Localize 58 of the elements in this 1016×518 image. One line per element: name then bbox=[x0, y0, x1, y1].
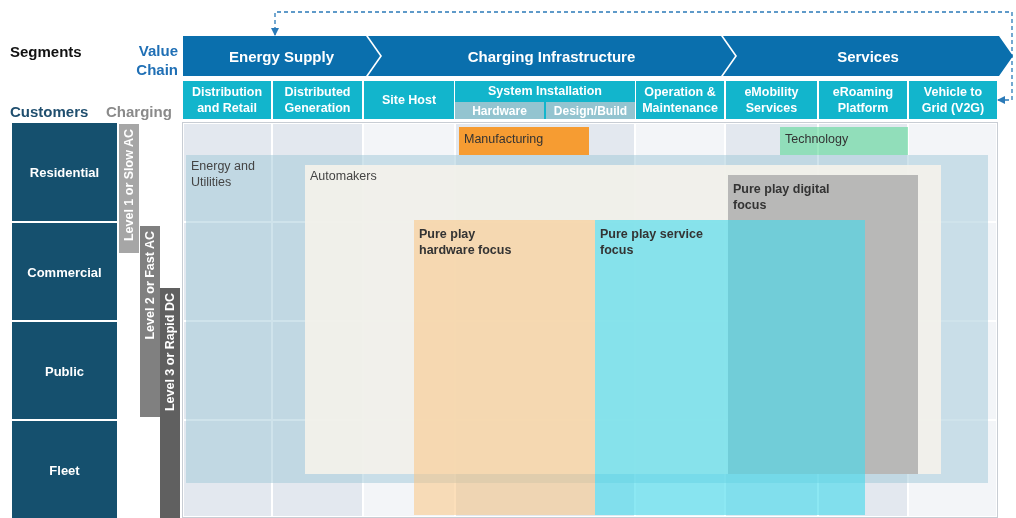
player-area bbox=[728, 175, 918, 474]
player-title: Energy and Utilities bbox=[191, 158, 256, 190]
player-title: Pure play service focus bbox=[600, 226, 704, 258]
player-area bbox=[414, 220, 595, 515]
charging-level-title: Level 2 or Fast AC bbox=[142, 231, 158, 340]
charging-label: Charging bbox=[106, 102, 172, 121]
player-area bbox=[186, 155, 988, 483]
segments-label: Segments bbox=[10, 42, 82, 61]
segment-title: Operation & Maintenance bbox=[641, 84, 719, 116]
customer-row-header bbox=[12, 123, 117, 221]
charging-level-title: Level 1 or Slow AC bbox=[121, 129, 137, 242]
player-area bbox=[459, 127, 589, 155]
segment-title: Distribution and Retail bbox=[190, 84, 264, 116]
sub-segment-header bbox=[455, 102, 544, 119]
player-title: Manufacturing bbox=[464, 131, 544, 147]
dashed-arrow bbox=[271, 11, 1013, 104]
segment-title: Distributed Generation bbox=[283, 84, 352, 116]
charging-level-title: Level 3 or Rapid DC bbox=[162, 293, 178, 412]
chevron-title: Services bbox=[837, 47, 899, 65]
player-area bbox=[595, 220, 865, 515]
segment-header bbox=[183, 81, 271, 119]
customer-title: Commercial bbox=[27, 264, 102, 279]
player-title: Pure play digital focus bbox=[733, 181, 831, 213]
segment-title: eRoaming Platform bbox=[831, 84, 895, 116]
customer-row-header bbox=[12, 322, 117, 419]
segment-title: System Installation bbox=[487, 83, 603, 99]
segment-header bbox=[273, 81, 362, 119]
charging-level-bar bbox=[160, 288, 180, 518]
segment-title: eMobility Services bbox=[743, 84, 800, 116]
charging-level-bar bbox=[119, 124, 139, 253]
charging-level-bar bbox=[140, 226, 160, 417]
customer-title: Residential bbox=[29, 164, 100, 180]
customer-row-header bbox=[12, 223, 117, 320]
segment-header bbox=[455, 81, 635, 119]
player-area bbox=[780, 127, 908, 155]
value-chain-banner bbox=[368, 36, 735, 76]
player-title: Technology bbox=[785, 131, 849, 147]
player-title: Pure play hardware focus bbox=[419, 226, 513, 258]
player-title: Automakers bbox=[310, 168, 377, 184]
value-chain-banner bbox=[723, 36, 1013, 76]
sub-segment-title: Hardware bbox=[472, 103, 527, 118]
segment-header bbox=[726, 81, 817, 119]
segment-header bbox=[364, 81, 454, 119]
segment-title: Site Host bbox=[380, 92, 438, 108]
chevron-title: Energy Supply bbox=[229, 47, 334, 65]
value-chain-banner bbox=[183, 36, 380, 76]
chevron-title: Charging Infrastructure bbox=[467, 47, 636, 65]
segment-title: Vehicle to Grid (V2G) bbox=[920, 84, 986, 116]
customer-title: Public bbox=[45, 363, 84, 378]
sub-segment-header bbox=[546, 102, 635, 119]
segment-header bbox=[819, 81, 907, 119]
sub-segment-title: Design/Build bbox=[553, 103, 628, 118]
player-area bbox=[305, 165, 941, 474]
customer-row-header bbox=[12, 421, 117, 518]
customers-label: Customers bbox=[10, 102, 89, 121]
segment-header bbox=[909, 81, 997, 119]
value-chain-label: Value Chain bbox=[135, 41, 178, 79]
customer-title: Fleet bbox=[49, 462, 80, 477]
